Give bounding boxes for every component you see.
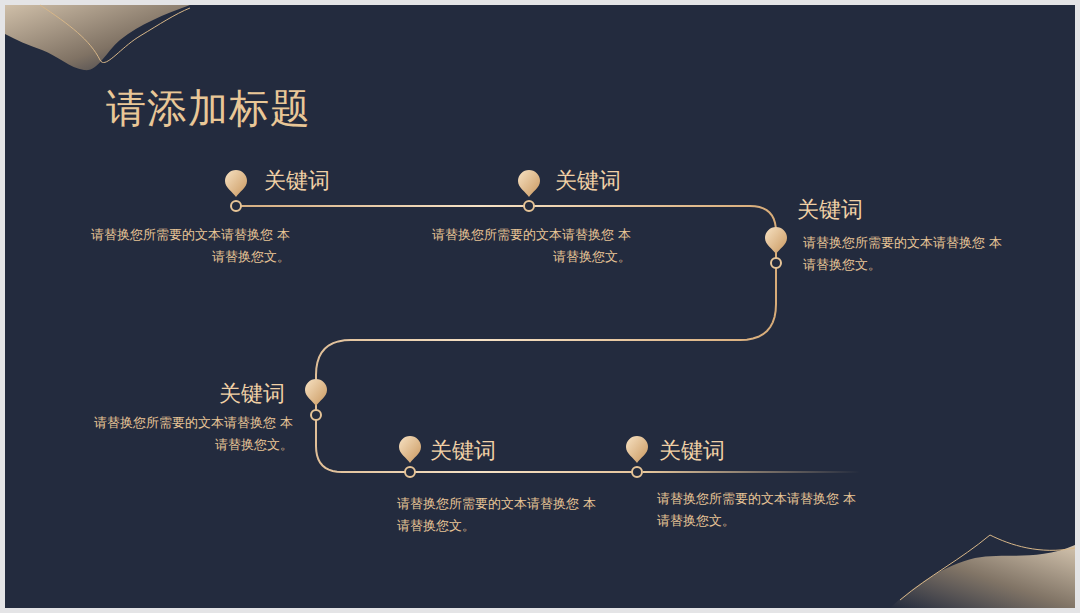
pin-icon <box>765 227 787 254</box>
milestone-ring <box>231 201 241 211</box>
pin-marker <box>762 227 790 271</box>
pin-marker <box>222 170 250 214</box>
pin-marker <box>623 436 651 480</box>
timeline-milestone: 关键词请替换您所需要的文本请替换您 本请替换您文。 <box>762 197 1003 276</box>
timeline-connector <box>415 471 632 473</box>
milestone-ring <box>524 201 534 211</box>
milestone-heading: 关键词 <box>555 168 621 194</box>
milestone-ring <box>405 467 415 477</box>
corner-hill <box>890 545 1075 608</box>
pin-icon <box>518 170 540 197</box>
milestone-ring <box>771 258 781 268</box>
corner-curve <box>900 535 1075 600</box>
corner-curve <box>40 5 190 63</box>
timeline-connector <box>316 268 776 410</box>
timeline-milestone: 关键词请替换您所需要的文本请替换您 本请替换您文。 <box>623 436 857 532</box>
timeline-milestone: 关键词请替换您所需要的文本请替换您 本请替换您文。 <box>93 379 330 456</box>
milestone-description: 请替换您所需要的文本请替换您 本请替换您文。 <box>657 488 857 532</box>
timeline-tail <box>643 471 860 473</box>
pin-icon <box>225 170 247 197</box>
milestone-description: 请替换您所需要的文本请替换您 本请替换您文。 <box>431 224 631 268</box>
pin-marker <box>515 170 543 214</box>
pin-icon <box>305 379 327 406</box>
corner-hill <box>5 5 190 70</box>
milestone-ring <box>311 410 321 420</box>
slide-background <box>5 5 1075 608</box>
milestone-heading: 关键词 <box>797 197 863 223</box>
pin-icon <box>399 436 421 463</box>
milestone-heading: 关键词 <box>205 381 285 407</box>
slide-title: 请添加标题 <box>106 84 311 132</box>
timeline-milestone: 关键词请替换您所需要的文本请替换您 本请替换您文。 <box>431 168 631 268</box>
timeline-milestone: 关键词请替换您所需要的文本请替换您 本请替换您文。 <box>90 168 330 268</box>
timeline-milestone: 关键词请替换您所需要的文本请替换您 本请替换您文。 <box>396 436 597 537</box>
pin-marker <box>396 436 424 480</box>
timeline-connector <box>241 205 524 207</box>
milestone-ring <box>632 467 642 477</box>
milestone-heading: 关键词 <box>430 438 496 464</box>
milestone-description: 请替换您所需要的文本请替换您 本请替换您文。 <box>397 493 597 537</box>
milestone-description: 请替换您所需要的文本请替换您 本请替换您文。 <box>90 224 290 268</box>
pin-marker <box>302 379 330 423</box>
timeline-connector <box>316 420 405 472</box>
milestone-heading: 关键词 <box>659 438 725 464</box>
pin-icon <box>626 436 648 463</box>
milestone-description: 请替换您所需要的文本请替换您 本请替换您文。 <box>93 412 293 456</box>
milestone-heading: 关键词 <box>264 168 330 194</box>
milestone-description: 请替换您所需要的文本请替换您 本请替换您文。 <box>803 232 1003 276</box>
